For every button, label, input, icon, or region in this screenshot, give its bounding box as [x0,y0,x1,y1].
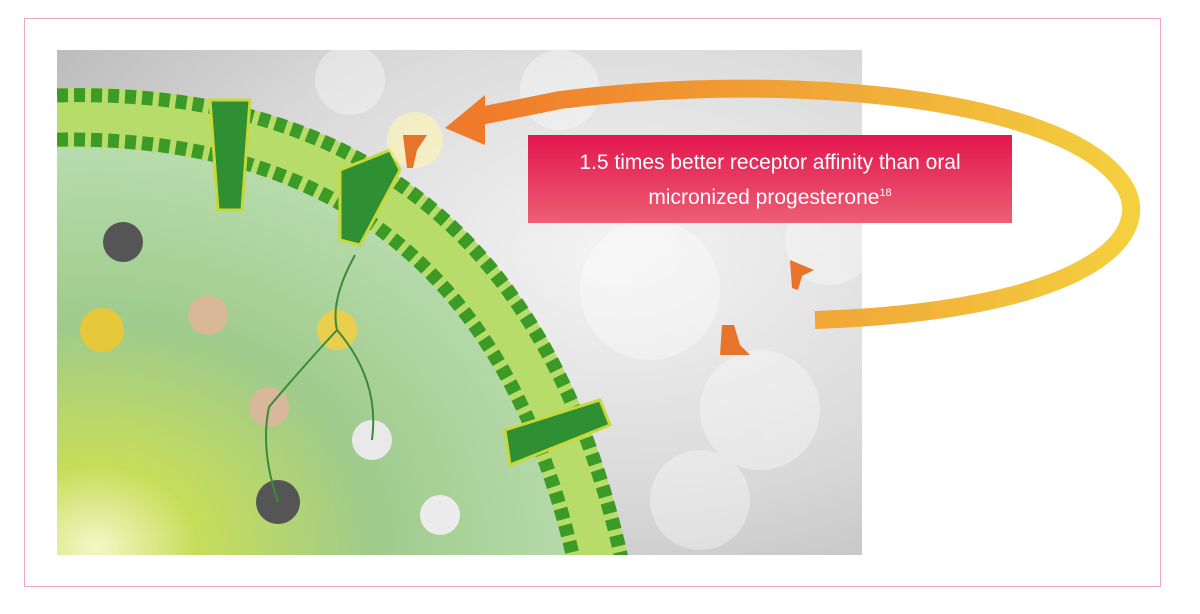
signal-pathway [265,254,375,503]
figure-frame [24,18,1161,587]
citation-superscript: 18 [879,187,892,199]
progesterone-molecule [403,135,814,355]
membrane-receptor [208,98,612,468]
affinity-callout: 1.5 times better receptor affinity than … [528,135,1012,223]
arrow-head-icon [445,95,485,145]
affinity-arrow [468,79,1141,329]
callout-line-2: micronized progesterone [648,186,880,209]
callout-line-2-wrap: micronized progesterone18 [528,178,1012,213]
callout-line-1: 1.5 times better receptor affinity than … [579,151,961,174]
